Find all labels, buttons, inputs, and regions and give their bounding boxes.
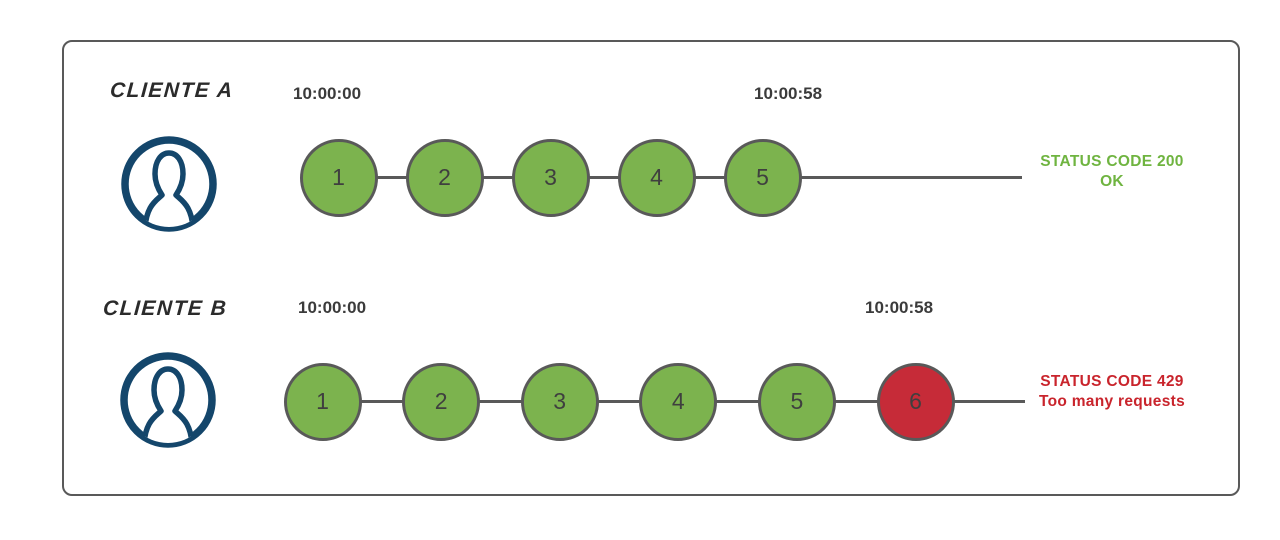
request-circle-1: 1 (283, 362, 362, 441)
row-a-status-label: STATUS CODE 200 OK (1022, 152, 1202, 192)
row-b-status-code: STATUS CODE 429 (1040, 373, 1184, 390)
row-a-start-timestamp: 10:00:00 (293, 84, 362, 103)
row-b-status-message: Too many requests (1038, 393, 1186, 410)
client-b-avatar-icon (118, 350, 218, 450)
client-a-label: CLIENTE A (109, 79, 235, 102)
row-b-end-timestamp: 10:00:58 (865, 298, 934, 317)
request-circle-2: 2 (405, 138, 484, 217)
client-b-label: CLIENTE B (102, 297, 229, 320)
row-a-end-timestamp: 10:00:58 (754, 84, 823, 103)
request-circle-6-blocked: 6 (876, 362, 955, 441)
request-circle-1: 1 (299, 138, 378, 217)
client-a-avatar-icon (119, 134, 219, 234)
row-a-status-code: STATUS CODE 200 (1040, 153, 1184, 170)
row-a-status-message: OK (1100, 173, 1124, 190)
row-b-status-label: STATUS CODE 429 Too many requests (1022, 372, 1202, 412)
request-circle-2: 2 (402, 362, 481, 441)
request-circle-3: 3 (520, 362, 599, 441)
request-circle-4: 4 (639, 362, 718, 441)
request-circle-3: 3 (511, 138, 590, 217)
request-circle-5: 5 (757, 362, 836, 441)
row-b-start-timestamp: 10:00:00 (298, 298, 367, 317)
request-circle-5: 5 (723, 138, 802, 217)
request-circle-4: 4 (617, 138, 696, 217)
